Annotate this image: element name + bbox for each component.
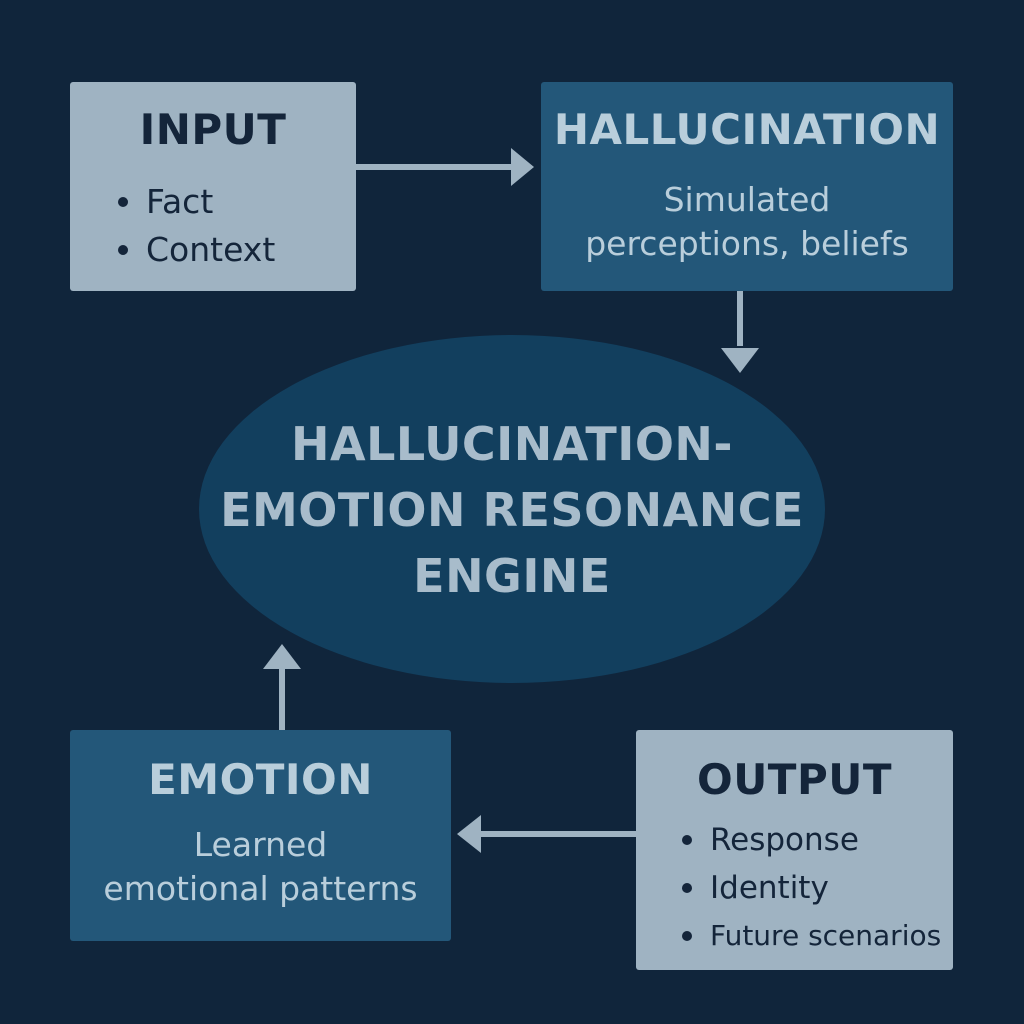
emotion-title: EMOTION	[148, 755, 373, 804]
hallucination-box: HALLUCINATION Simulated perceptions, bel…	[541, 82, 953, 291]
description-line: Learned	[193, 825, 328, 864]
arrowhead-hallucination-to-engine	[721, 348, 759, 373]
hallucination-description: Simulated perceptions, beliefs	[541, 178, 953, 266]
description-line: emotional patterns	[103, 869, 418, 908]
input-title: INPUT	[139, 105, 287, 154]
input-box: INPUT Fact Context	[70, 82, 356, 291]
list-item: Fact	[116, 178, 275, 226]
engine-title-line: ENGINE	[413, 549, 611, 603]
arrowhead-input-to-hallucination	[511, 148, 534, 186]
hallucination-title: HALLUCINATION	[553, 105, 941, 154]
description-line: perceptions, beliefs	[585, 224, 909, 263]
list-item: Identity	[680, 864, 941, 912]
emotion-box: EMOTION Learned emotional patterns	[70, 730, 451, 941]
resonance-engine-ellipse: HALLUCINATION- EMOTION RESONANCE ENGINE	[199, 335, 825, 683]
list-item: Future scenarios	[680, 912, 941, 960]
arrowhead-engine-to-emotion	[263, 644, 301, 669]
list-item: Context	[116, 226, 275, 274]
engine-title: HALLUCINATION- EMOTION RESONANCE ENGINE	[199, 411, 825, 609]
emotion-description: Learned emotional patterns	[70, 823, 451, 911]
engine-title-line: HALLUCINATION-	[290, 417, 734, 471]
arrowhead-output-to-emotion	[457, 815, 481, 853]
input-list: Fact Context	[116, 178, 275, 274]
output-list: Response Identity Future scenarios	[680, 816, 941, 960]
engine-title-line: EMOTION RESONANCE	[220, 483, 804, 537]
output-box: OUTPUT Response Identity Future scenario…	[636, 730, 953, 970]
description-line: Simulated	[663, 180, 831, 219]
output-title: OUTPUT	[697, 755, 892, 804]
list-item: Response	[680, 816, 941, 864]
